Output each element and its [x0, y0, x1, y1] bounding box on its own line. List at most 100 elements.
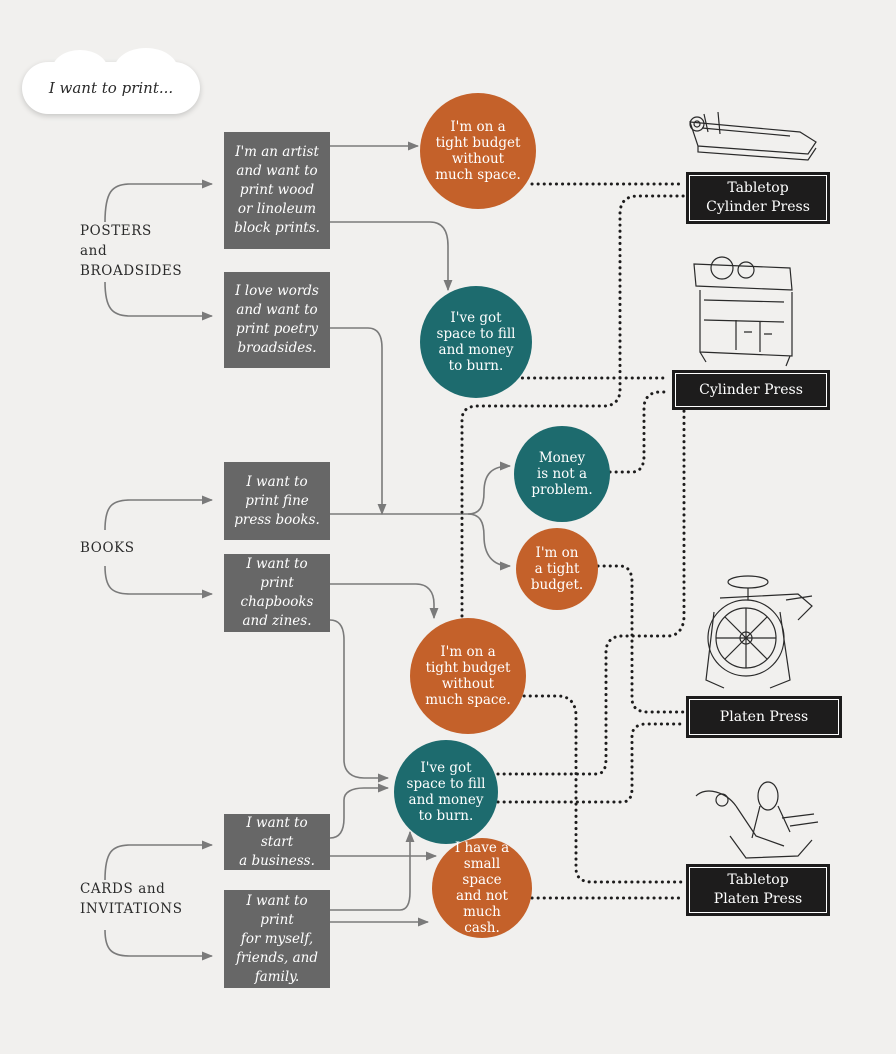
press-line: Tabletop [727, 872, 789, 888]
press-line: Platen Press [719, 708, 809, 725]
condition-line: I'm on a [440, 644, 496, 660]
condition-line: and not [456, 888, 508, 904]
arrow-zines-to-space [329, 619, 390, 783]
press-line: Cylinder Press [706, 199, 810, 215]
arrow-books-to-fine [104, 495, 214, 531]
choice-line: for myself, [240, 930, 314, 947]
arrow-cards-to-business [104, 840, 214, 881]
condition-line: budget. [530, 577, 584, 593]
choice-line: I want to print [246, 892, 308, 928]
choice-line: I want to start [246, 814, 308, 850]
condition-line: tight budget [425, 660, 511, 676]
condition-line: without [441, 676, 495, 692]
choice-line: press books. [234, 511, 320, 528]
choice-chapbooks-and-zines[interactable]: I want to print chapbooks and zines. [224, 554, 330, 632]
condition-line: a tight [534, 561, 580, 577]
choice-myself-friends-family[interactable]: I want to print for myself, friends, and… [224, 890, 330, 988]
press-tabletop-cylinder[interactable]: Tabletop Cylinder Press [686, 172, 830, 224]
condition-line: problem. [531, 482, 593, 498]
choice-line: chapbooks [240, 594, 314, 610]
choice-line: I want to [246, 473, 308, 490]
press-line: Platen Press [713, 891, 803, 907]
category-posters-line: BROADSIDES [80, 263, 183, 279]
condition-tight-budget-no-space-posters[interactable]: I'm on a tight budget without much space… [420, 93, 536, 209]
choice-line: print poetry [235, 321, 319, 337]
choice-line: I want to print [246, 556, 308, 591]
choice-start-a-business[interactable]: I want to start a business. [224, 814, 330, 870]
route-budget2-to-tabletop-cylinder [460, 194, 686, 618]
condition-space-and-money-posters[interactable]: I've got space to fill and money to burn… [420, 286, 532, 398]
category-posters-line: and [80, 243, 108, 259]
choice-fine-press-books[interactable]: I want to print fine press books. [224, 462, 330, 540]
arrow-posters-to-artist [104, 179, 214, 223]
condition-money-not-a-problem[interactable]: Money is not a problem. [514, 426, 610, 522]
press-line: Tabletop [727, 180, 789, 196]
condition-line: I've got [420, 760, 472, 776]
category-books: BOOKS [80, 540, 135, 556]
choice-line: block prints. [234, 220, 320, 236]
arrow-fine-to-money [330, 461, 512, 515]
condition-line: I'm on a [450, 119, 506, 135]
start-bubble: I want to print... [22, 48, 200, 114]
condition-small-space-not-much-cash[interactable]: I have a small space and not much cash. [432, 838, 532, 938]
condition-line: I'm on [535, 545, 579, 561]
press-cylinder[interactable]: Cylinder Press [672, 370, 830, 410]
tabletop-platen-press-illustration [695, 781, 819, 859]
arrow-cards-to-family [104, 929, 214, 961]
route-money-to-cylinder [608, 390, 670, 474]
condition-line: and money [408, 792, 484, 808]
choice-line: family. [254, 968, 300, 985]
condition-line: much space. [425, 692, 511, 708]
condition-tight-budget-books[interactable]: I'm on a tight budget. [516, 528, 598, 610]
choice-line: broadsides. [237, 340, 317, 356]
condition-line: much space. [435, 167, 521, 183]
arrow-zines-to-budget [330, 583, 439, 620]
press-line: Cylinder Press [699, 381, 803, 398]
route-budget2-to-tabletop-platen [516, 694, 686, 884]
condition-line: to burn. [418, 808, 474, 824]
arrow-words-to-books [330, 327, 387, 516]
category-posters-line: POSTERS [80, 223, 152, 239]
arrow-business-to-space [329, 783, 390, 839]
tabletop-cylinder-press-illustration [689, 111, 817, 161]
arrow-posters-to-words [104, 281, 214, 321]
choice-line: I love words [235, 283, 319, 299]
arrow-books-to-zines [104, 565, 214, 599]
condition-line: is not a [536, 466, 588, 482]
choice-artist-block-prints[interactable]: I'm an artist and want to print wood or … [224, 132, 330, 249]
condition-line: Money [538, 450, 586, 466]
category-cards-line: CARDS and [80, 881, 166, 897]
choice-line: print wood [239, 182, 315, 198]
arrow-artist-to-space [330, 221, 453, 292]
condition-line: I have a [454, 840, 510, 856]
start-label: I want to print... [48, 79, 174, 97]
condition-line: without [451, 151, 505, 167]
choice-line: or linoleum [237, 201, 317, 217]
category-cards-and-invitations: CARDS and INVITATIONS [80, 879, 183, 919]
choice-line: friends, and [236, 949, 318, 966]
category-posters-and-broadsides: POSTERS and BROADSIDES [80, 221, 182, 281]
choice-line: and want to [236, 302, 318, 318]
press-tabletop-platen[interactable]: Tabletop Platen Press [686, 864, 830, 916]
condition-line: I've got [450, 310, 502, 326]
choice-line: I'm an artist [235, 144, 319, 160]
route-tight-to-platen [596, 564, 686, 714]
choice-poetry-broadsides[interactable]: I love words and want to print poetry br… [224, 272, 330, 368]
arrow-family-to-space [330, 830, 415, 911]
choice-line: print fine [245, 492, 309, 509]
press-platen[interactable]: Platen Press [686, 696, 842, 738]
condition-tight-budget-no-space-zines[interactable]: I'm on a tight budget without much space… [410, 618, 526, 734]
condition-line: and money [438, 342, 514, 358]
cylinder-press-illustration [693, 256, 793, 367]
arrow-fine-to-tight [467, 513, 512, 571]
route-space2-to-cylinder [496, 404, 686, 776]
choice-line: a business. [239, 852, 315, 869]
condition-line: small space [462, 856, 502, 888]
condition-line: space to fill [436, 326, 516, 342]
condition-line: tight budget [435, 135, 521, 151]
condition-space-and-money-cards[interactable]: I've got space to fill and money to burn… [394, 740, 498, 844]
choice-line: and want to [236, 163, 318, 179]
category-cards-line: INVITATIONS [80, 901, 183, 917]
platen-press-illustration [705, 575, 813, 689]
